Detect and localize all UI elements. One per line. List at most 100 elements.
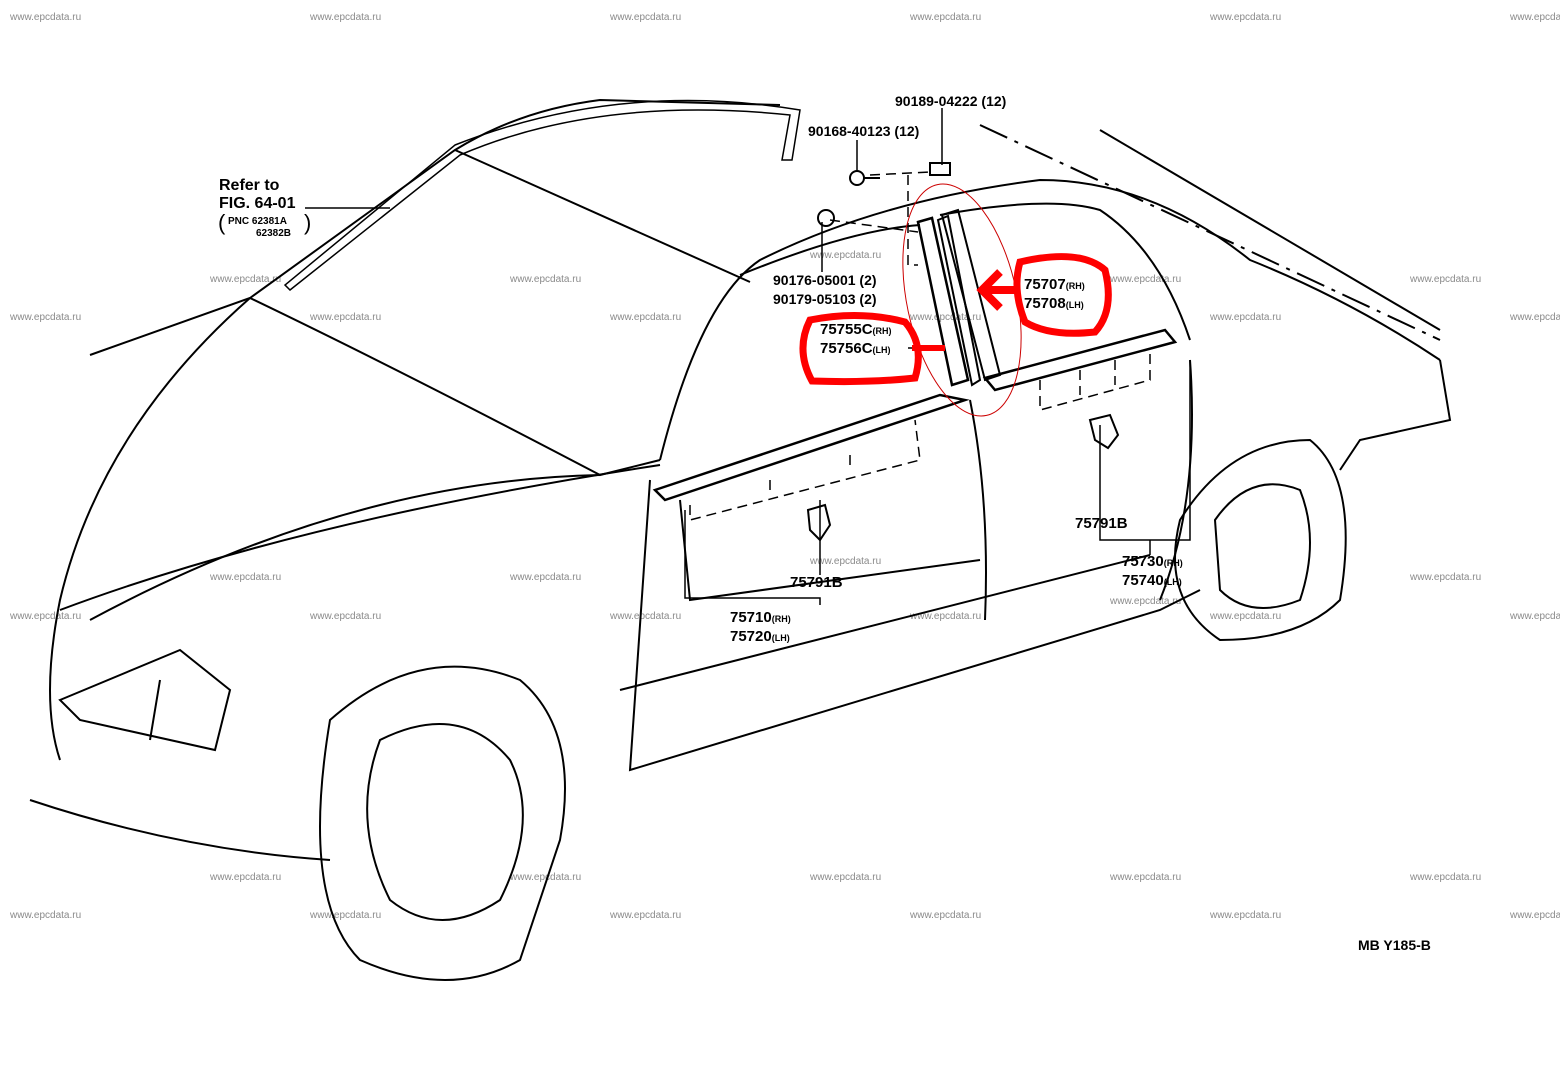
- watermark: www.epcdata.ru: [1110, 596, 1182, 607]
- watermark: www.epcdata.ru: [810, 556, 882, 567]
- lh-tag: (LH): [1163, 577, 1182, 587]
- watermark: www.epcdata.ru: [1510, 910, 1560, 921]
- front-bumper: [29, 799, 331, 861]
- watermark: www.epcdata.ru: [610, 312, 682, 323]
- label-75740: 75740(LH): [1122, 572, 1182, 591]
- watermark: www.epcdata.ru: [910, 12, 982, 23]
- hood-front: [49, 297, 251, 761]
- b-pillar-door-gap: [969, 399, 987, 621]
- watermark: www.epcdata.ru: [1110, 872, 1182, 883]
- hood-line: [89, 474, 601, 621]
- watermark: www.epcdata.ru: [1410, 572, 1482, 583]
- front-window-top: [739, 224, 921, 276]
- red-circle-75707: [1013, 253, 1112, 337]
- paren-open: (: [218, 210, 226, 235]
- watermark: www.epcdata.ru: [310, 12, 382, 23]
- rear-belt-molding: [982, 328, 1178, 392]
- part-75708: 75708: [1024, 295, 1066, 312]
- refer-line2: FIG. 64-01: [219, 195, 296, 212]
- label-75710: 75710(RH): [730, 609, 791, 628]
- watermark: www.epcdata.ru: [810, 250, 882, 261]
- lh-tag: (LH): [1065, 300, 1084, 310]
- label-75708: 75708(LH): [1024, 295, 1084, 314]
- sill-line: [628, 479, 1201, 772]
- label-90179: 90179-05103 (2): [773, 291, 877, 307]
- label-75755C: 75755C(RH): [820, 321, 892, 340]
- label-90176: 90176-05001 (2): [773, 272, 877, 288]
- rear-wheel-hub: [1213, 483, 1311, 609]
- label-75791B-front: 75791B: [790, 574, 843, 591]
- watermark: www.epcdata.ru: [610, 611, 682, 622]
- watermark: www.epcdata.ru: [910, 910, 982, 921]
- leader-lines: [305, 108, 1191, 605]
- front-wheel-hub: [366, 723, 524, 921]
- label-90168: 90168-40123 (12): [808, 123, 920, 139]
- screw-icon: [849, 170, 865, 186]
- paren-close: ): [304, 210, 312, 235]
- rh-tag: (RH): [1065, 281, 1085, 291]
- watermark: www.epcdata.ru: [210, 872, 282, 883]
- part-75740: 75740: [1122, 572, 1164, 589]
- watermark: www.epcdata.ru: [910, 312, 982, 323]
- pnc-prefix: PNC: [228, 216, 250, 227]
- cabin-roof: [659, 178, 1441, 461]
- label-75707: 75707(RH): [1024, 276, 1085, 295]
- watermark: www.epcdata.ru: [810, 872, 882, 883]
- watermark: www.epcdata.ru: [610, 910, 682, 921]
- front-wheel: [319, 665, 566, 981]
- lh-tag: (LH): [771, 633, 790, 643]
- lh-tag: (LH): [872, 345, 891, 355]
- part-75756C: 75756C: [820, 340, 873, 357]
- part-75755C: 75755C: [820, 321, 873, 338]
- label-75730: 75730(RH): [1122, 553, 1183, 572]
- rh-tag: (RH): [1163, 558, 1183, 568]
- headlight: [58, 648, 232, 752]
- watermark: www.epcdata.ru: [510, 872, 582, 883]
- pnc-62382B: 62382B: [256, 228, 292, 239]
- roof-far-edge: [1099, 129, 1441, 331]
- watermark: www.epcdata.ru: [510, 572, 582, 583]
- watermark: www.epcdata.ru: [1110, 274, 1182, 285]
- watermark: www.epcdata.ru: [310, 910, 382, 921]
- red-circle-75755C: [799, 312, 922, 386]
- watermark: www.epcdata.ru: [10, 611, 82, 622]
- rh-tag: (RH): [872, 326, 892, 336]
- rear-wheel: [1174, 438, 1347, 642]
- body-side-crease: [619, 554, 1151, 691]
- watermark: www.epcdata.ru: [1410, 274, 1482, 285]
- pnc-62381A: 62381A: [251, 216, 287, 227]
- label-75791B-rear: 75791B: [1075, 515, 1128, 532]
- rear-door-edge: [1159, 359, 1193, 601]
- roof-line: [89, 98, 781, 356]
- watermark: www.epcdata.ru: [910, 611, 982, 622]
- retainer-clip-front: [806, 503, 832, 542]
- watermark: www.epcdata.ru: [310, 611, 382, 622]
- watermark: www.epcdata.ru: [10, 910, 82, 921]
- front-pillar-molding: [916, 216, 970, 387]
- watermark: www.epcdata.ru: [1510, 12, 1560, 23]
- front-pillar-molding-inner: [936, 214, 982, 387]
- label-75756C: 75756C(LH): [820, 340, 891, 359]
- hood-crease: [59, 464, 661, 611]
- clip-dashed-lines: [689, 171, 1151, 521]
- hood-rear-edge: [249, 297, 661, 477]
- part-75707: 75707: [1024, 276, 1066, 293]
- clip-icon: [817, 209, 835, 227]
- rh-tag: (RH): [771, 614, 791, 624]
- label-75720: 75720(LH): [730, 628, 790, 647]
- part-75720: 75720: [730, 628, 772, 645]
- watermark: www.epcdata.ru: [610, 12, 682, 23]
- windshield-edge: [454, 149, 751, 283]
- part-75710: 75710: [730, 609, 772, 626]
- trunk-edge: [1339, 359, 1452, 471]
- watermark: www.epcdata.ru: [310, 312, 382, 323]
- watermark: www.epcdata.ru: [1410, 872, 1482, 883]
- headlight-divider: [149, 679, 161, 741]
- roof-molding: [283, 99, 801, 292]
- rear-window-frame: [939, 202, 1191, 341]
- watermark: www.epcdata.ru: [510, 274, 582, 285]
- pnc-line1: PNC 62381A: [228, 216, 287, 227]
- watermark: www.epcdata.ru: [1510, 312, 1560, 323]
